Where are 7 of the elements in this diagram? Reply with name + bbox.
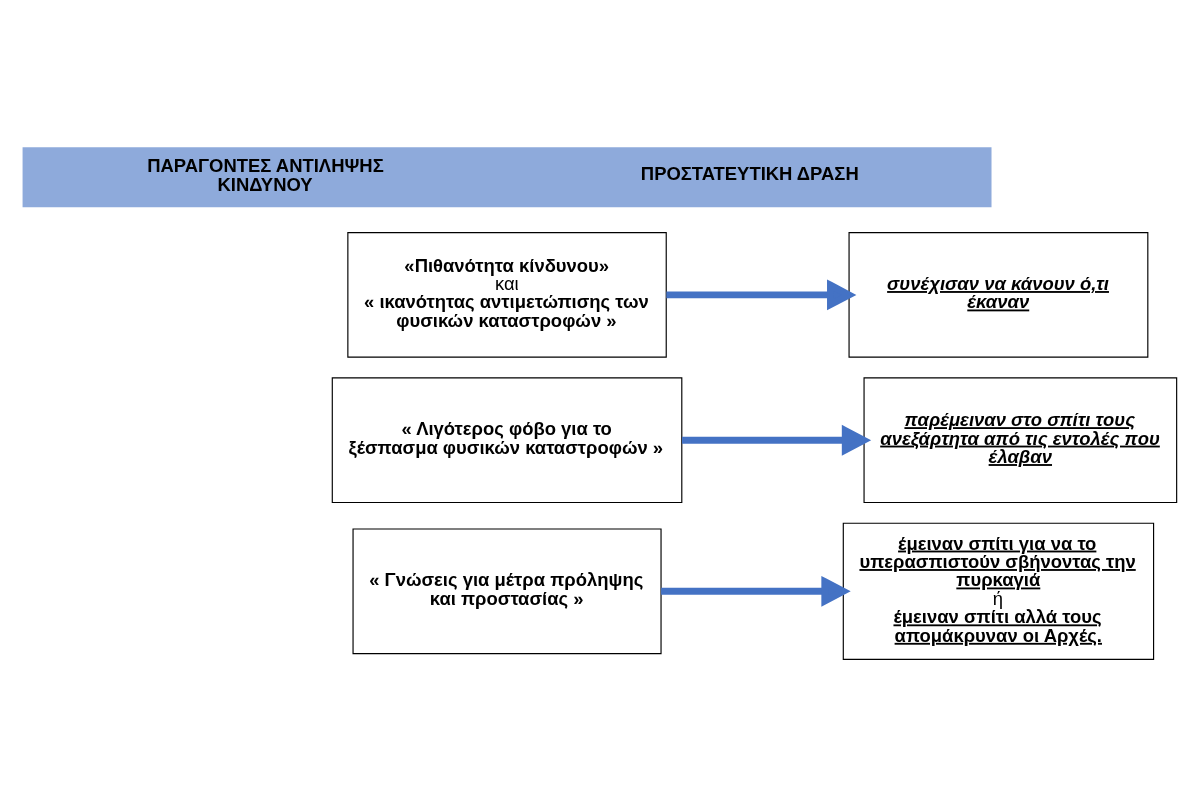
node-box: συνέχισαν να κάνουν ό,τι έκαναν [848, 232, 1149, 358]
node-box: παρέμειναν στο σπίτι τους ανεξάρτητα από τις εντολές που έλαβαν [863, 377, 1178, 504]
node-box: έμειναν σπίτι για να το υπερασπιστούν σβήνοντας την πυρκαγιά ή έμειναν σπίτι αλλά τους απομάκρυναν οι Αρχές. [842, 522, 1155, 660]
node-box: « Γνώσεις για μέτρα πρόληψης και προστασίας » [352, 528, 662, 655]
node-box: ΠΑΡΑΓΟΝΤΕΣ ΑΝΤΙΛΗΨΗΣ ΚΙΝΔΥΝΟΥ ΠΡΟΣΤΑΤΕΥΤΙΚΗ ΔΡΑΣΗ [22, 147, 992, 208]
node-box: « Λιγότερος φόβο για το ξέσπασμα φυσικών καταστροφών » [331, 377, 683, 504]
node-box: «Πιθανότητα κίνδυνου» και « ικανότητας αντιμετώπισης των φυσικών καταστροφών » [347, 232, 667, 358]
